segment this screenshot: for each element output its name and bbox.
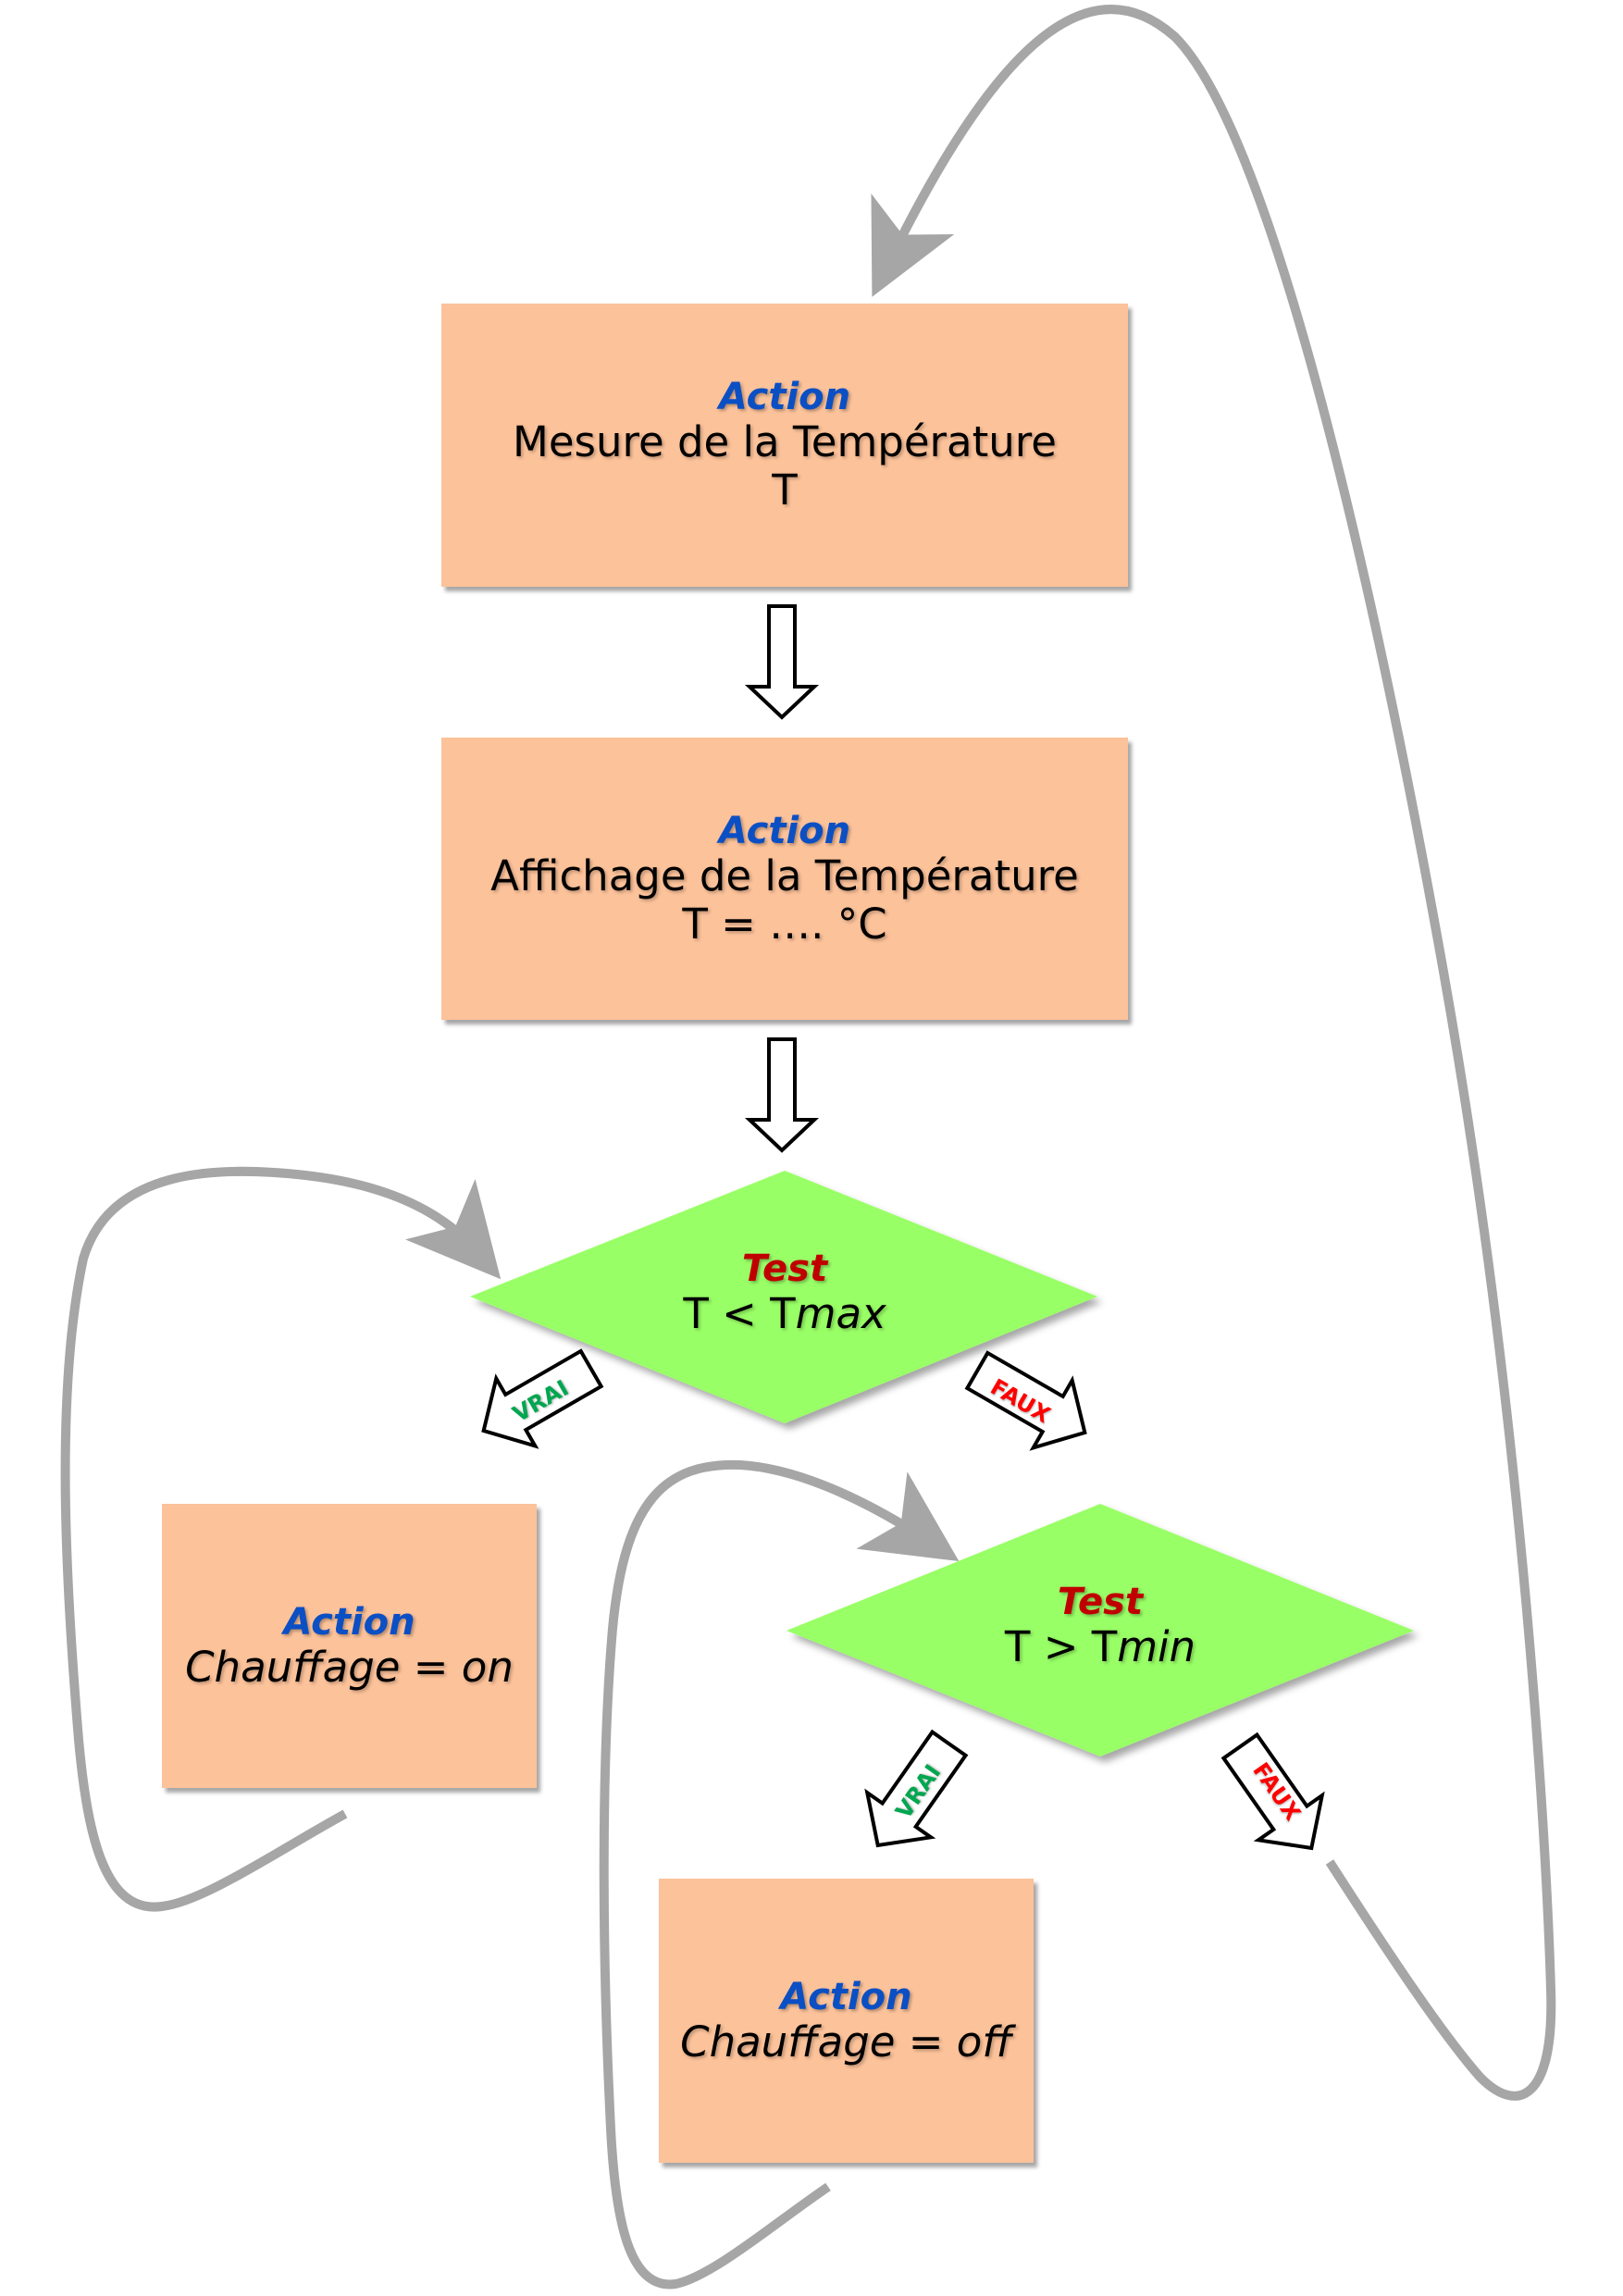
loop-heat-off-to-test-min <box>599 1459 960 2290</box>
action-heat-on-text: Chauffage = on <box>185 1642 514 1692</box>
arrow-measure-to-display <box>744 604 820 720</box>
action-display-text: Affichage de la Température <box>490 850 1079 900</box>
arrow-test-max-true <box>481 1348 604 1449</box>
action-display-box: Action Affichage de la Température T = …… <box>441 738 1128 1020</box>
action-heat-on-box: Action Chauffage = on <box>162 1504 537 1788</box>
action-keyword: Action <box>780 1975 912 2018</box>
arrow-display-to-test <box>744 1037 820 1153</box>
test-max-expr-sub: max <box>795 1289 886 1338</box>
action-keyword: Action <box>283 1600 415 1644</box>
test-min-expression: T > Tmin <box>1005 1623 1196 1671</box>
action-display-value: T = …. °C <box>682 899 887 949</box>
test-max-expr-main: T < T <box>683 1289 796 1338</box>
loop-test-min-false-to-measure <box>871 5 1556 2101</box>
loop-heat-on-to-test-max <box>60 1166 502 1912</box>
action-measure-box: Action Mesure de la Température T <box>441 304 1128 587</box>
action-measure-text: Mesure de la Température <box>513 417 1057 466</box>
action-keyword: Action <box>718 809 851 852</box>
test-min-label: Test T > Tmin <box>915 1581 1285 1671</box>
arrow-test-max-false <box>964 1350 1087 1451</box>
action-keyword: Action <box>718 376 851 418</box>
action-heat-off-text: Chauffage = off <box>680 2017 1012 2066</box>
test-max-expression: T < Tmax <box>683 1290 886 1338</box>
action-heat-off-box: Action Chauffage = off <box>659 1879 1034 2163</box>
arrow-test-min-true <box>864 1729 969 1848</box>
test-keyword: Test <box>741 1247 828 1290</box>
test-keyword: Test <box>1057 1581 1144 1623</box>
test-min-expr-sub: min <box>1117 1622 1196 1671</box>
action-measure-var: T <box>772 465 798 515</box>
test-max-label: Test T < Tmax <box>600 1247 970 1338</box>
test-min-diamond <box>787 1504 1414 1756</box>
arrow-test-min-false <box>1220 1731 1325 1851</box>
test-min-expr-main: T > T <box>1004 1622 1118 1671</box>
test-max-diamond <box>470 1171 1097 1423</box>
